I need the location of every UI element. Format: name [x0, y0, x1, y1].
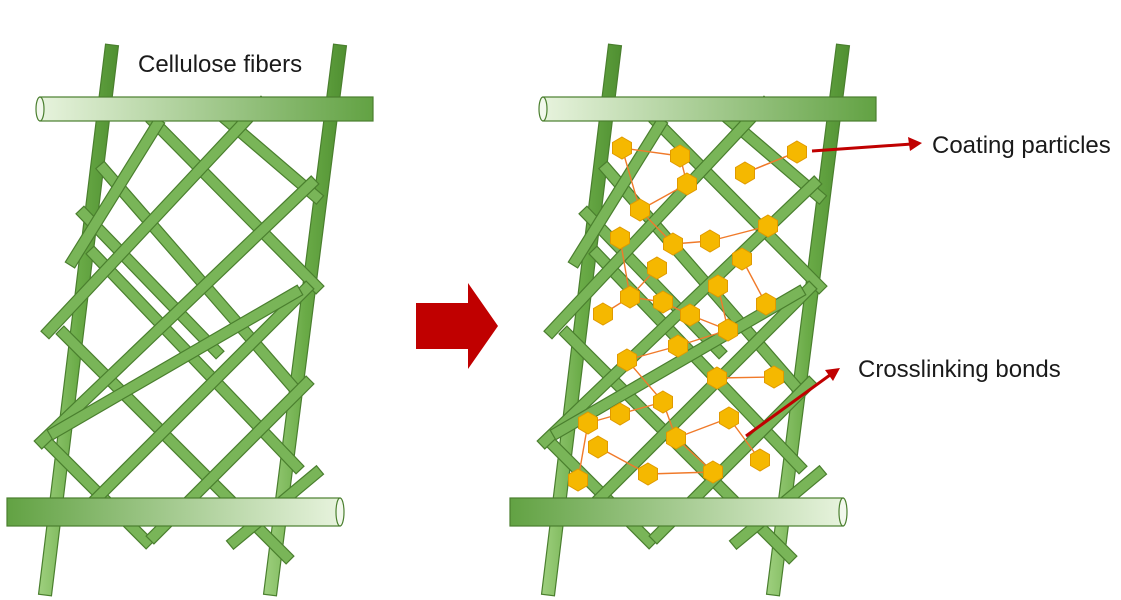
- fiber-diagonal-down-6: [75, 205, 225, 360]
- coating-particle-hexagon-icon-12: [708, 274, 728, 298]
- fiber-diagonal-up-1: [543, 95, 773, 340]
- coating-particle-hexagon-icon-25: [578, 411, 598, 435]
- fiber-horizontal-bottom: [6, 497, 341, 527]
- coating-particle-hexagon-icon-22: [764, 365, 784, 389]
- process-arrow-icon: [416, 283, 498, 369]
- fiber-diagonal-down-2: [588, 245, 808, 475]
- crosslinking-bonds-label: Crosslinking bonds: [858, 356, 1061, 383]
- coating-particle-hexagon-icon-7: [610, 226, 630, 250]
- coating-particle-hexagon-icon-28: [666, 426, 686, 450]
- coating-particle-hexagon-icon-14: [653, 290, 673, 314]
- fiber-diagonal-up-2: [536, 175, 823, 450]
- fiber-horizontal-top: [542, 96, 877, 122]
- coating-particle-hexagon-icon-3: [787, 140, 807, 164]
- coating-particle-hexagon-icon-26: [719, 406, 739, 430]
- coating-particle-hexagon-icon-19: [668, 334, 688, 358]
- fiber-diagonal-up-1: [40, 95, 270, 340]
- fiber-horizontal-bottom-cap: [335, 497, 345, 527]
- coating-particle-hexagon-icon-0: [612, 136, 632, 160]
- crosslinking-bond-24: [647, 471, 714, 475]
- coating-particle-hexagon-icon-9: [700, 229, 720, 253]
- coating-particle-hexagon-icon-20: [617, 348, 637, 372]
- coating-particle-hexagon-icon-29: [750, 448, 770, 472]
- left-fiber-network: [6, 43, 374, 597]
- coating-particle-hexagon-icon-6: [758, 214, 778, 238]
- fiber-horizontal-bottom: [509, 497, 844, 527]
- coating-particles-pointer: [811, 137, 922, 153]
- cellulose-fibers-label: Cellulose fibers: [138, 51, 303, 78]
- coating-particle-hexagon-icon-16: [756, 292, 776, 316]
- crosslinking-bonds-pointer: [745, 368, 840, 438]
- coating-particle-hexagon-icon-21: [707, 366, 727, 390]
- fiber-horizontal-top-cap: [538, 96, 548, 122]
- coating-particle-hexagon-icon-18: [718, 318, 738, 342]
- crosslinking-bond-0: [621, 147, 641, 211]
- fiber-diagonal-up-6: [549, 284, 807, 441]
- coating-particle-hexagon-icon-1: [670, 144, 690, 168]
- fiber-diagonal-up-2: [33, 175, 320, 450]
- coating-particle-hexagon-icon-24: [610, 402, 630, 426]
- coating-particle-hexagon-icon-32: [568, 468, 588, 492]
- coating-particles-label: Coating particles: [932, 132, 1111, 159]
- right-fiber-network: [509, 43, 877, 597]
- coating-particle-hexagon-icon-2: [735, 161, 755, 185]
- coating-particle-hexagon-icon-31: [703, 460, 723, 484]
- fiber-diagonal-down-2: [85, 245, 305, 475]
- coating-particle-hexagon-icon-30: [638, 462, 658, 486]
- coating-particle-hexagon-icon-27: [588, 435, 608, 459]
- coating-particle-hexagon-icon-10: [732, 247, 752, 271]
- coating-particle-hexagon-icon-23: [653, 390, 673, 414]
- coating-particle-hexagon-icon-5: [630, 198, 650, 222]
- coating-particle-group: [568, 136, 807, 492]
- coating-particle-hexagon-icon-8: [663, 232, 683, 256]
- coating-particle-hexagon-icon-15: [593, 302, 613, 326]
- coating-particle-hexagon-icon-11: [647, 256, 667, 280]
- fiber-diagonal-up-6: [46, 284, 304, 441]
- fiber-horizontal-top: [39, 96, 374, 122]
- coating-particle-hexagon-icon-13: [620, 285, 640, 309]
- fiber-horizontal-bottom-cap: [838, 497, 848, 527]
- coating-particle-hexagon-icon-4: [677, 172, 697, 196]
- coating-particle-hexagon-icon-17: [680, 303, 700, 327]
- fiber-horizontal-top-cap: [35, 96, 45, 122]
